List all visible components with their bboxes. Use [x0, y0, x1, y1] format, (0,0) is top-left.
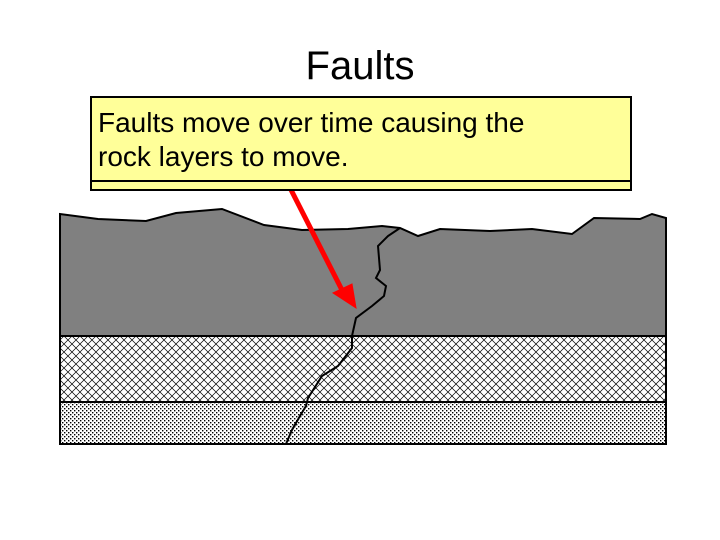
slide-title: Faults: [305, 44, 415, 88]
arrow-shaft: [281, 174, 347, 296]
callout-text-line-2: rock layers to move.: [98, 141, 349, 172]
dotted-rock-layer: [59, 401, 667, 445]
arrow-head: [331, 283, 357, 310]
fault-line: [285, 227, 401, 445]
crosshatch-rock-layer: [59, 335, 667, 403]
top-rock-layer: [59, 207, 667, 337]
callout-box: Faults move over time causing the rock l…: [90, 96, 632, 191]
callout-underline: [90, 180, 632, 182]
callout-text-line-1: Faults move over time causing the: [98, 107, 525, 138]
